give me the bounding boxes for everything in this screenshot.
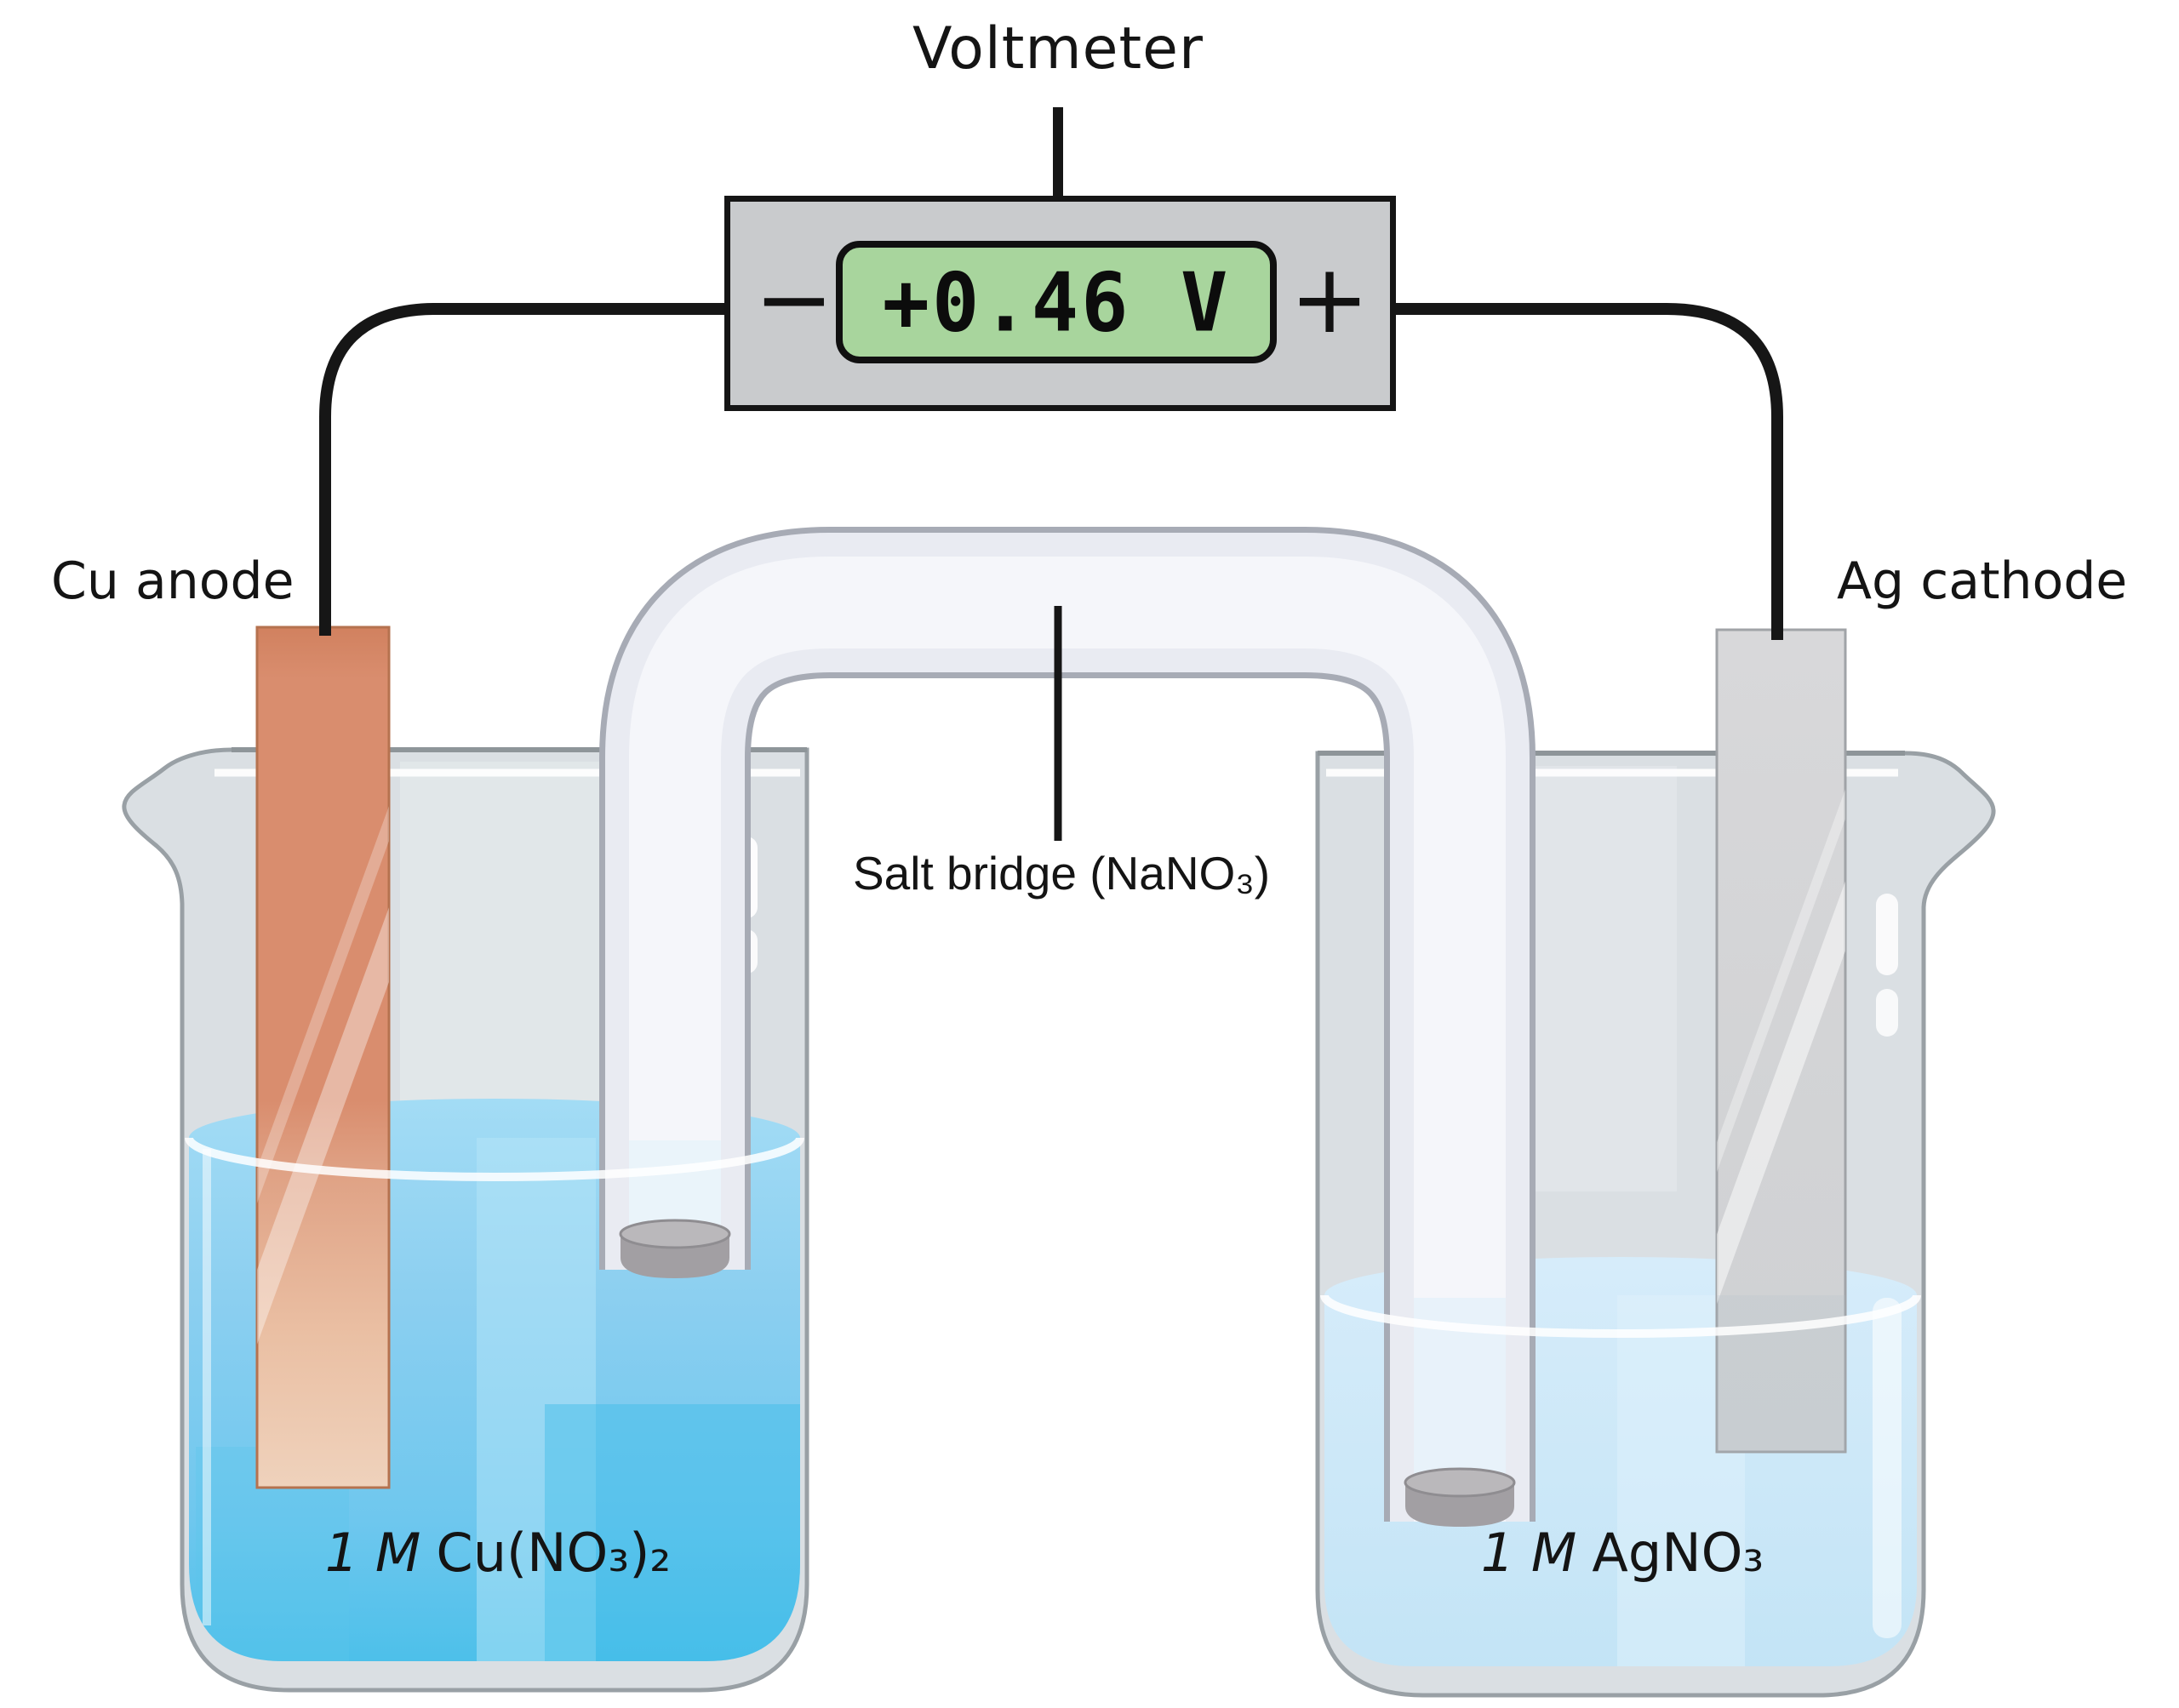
voltmeter-title: Voltmeter <box>912 15 1204 83</box>
left-solution-deep-patch <box>545 1404 800 1661</box>
right-beaker-glint <box>1876 894 1898 975</box>
right-beaker-glint <box>1876 989 1898 1037</box>
copper-highlights <box>257 627 389 1488</box>
voltmeter-reading: +0.46 V <box>882 254 1231 350</box>
left-meniscus-line <box>185 1137 804 1181</box>
silver-glint <box>1717 630 1845 1452</box>
silver-glint <box>1717 630 1845 1452</box>
wiring <box>319 107 1783 841</box>
left-solution-formula: Cu(NO₃)₂ <box>436 1522 672 1584</box>
right-solution-patches <box>1617 1295 1902 1666</box>
plus-terminal-label: + <box>1290 243 1370 355</box>
copper-glint <box>257 627 389 1488</box>
ag-cathode-label: Ag cathode <box>1837 551 2128 611</box>
left-solution-glint <box>203 1149 211 1625</box>
silver-strip <box>1715 628 1847 1454</box>
copper-glint <box>257 627 389 1488</box>
silver-highlights <box>1717 630 1845 1452</box>
left-solution-band <box>477 1138 596 1661</box>
left-wire <box>319 303 724 636</box>
silver-electrode <box>1715 628 1847 1454</box>
cu-anode-label: Cu anode <box>51 551 295 611</box>
right-wire <box>1396 303 1783 640</box>
right-plug-top <box>1404 1467 1516 1498</box>
salt-bridge-tube <box>599 527 1536 1527</box>
voltmeter-display: +0.46 V <box>836 241 1277 363</box>
left-solution-molarity: 1 M <box>324 1522 421 1584</box>
minus-terminal-label: − <box>754 243 834 355</box>
copper-electrode <box>255 626 391 1489</box>
copper-strip <box>255 626 391 1489</box>
salt-bridge-label: Salt bridge (NaNO₃) <box>852 847 1271 900</box>
right-solution-molarity: 1 M <box>1480 1522 1577 1584</box>
salt-bridge-bore <box>629 557 1506 1522</box>
right-solution-glint <box>1873 1298 1902 1638</box>
right-meniscus-line <box>1320 1294 1921 1338</box>
left-plug-top <box>619 1219 731 1249</box>
left-solution-patches <box>196 1138 800 1661</box>
right-solution-formula: AgNO₃ <box>1592 1522 1764 1584</box>
voltmeter: − +0.46 V + <box>724 196 1396 411</box>
left-beaker-sheen <box>400 762 613 1128</box>
